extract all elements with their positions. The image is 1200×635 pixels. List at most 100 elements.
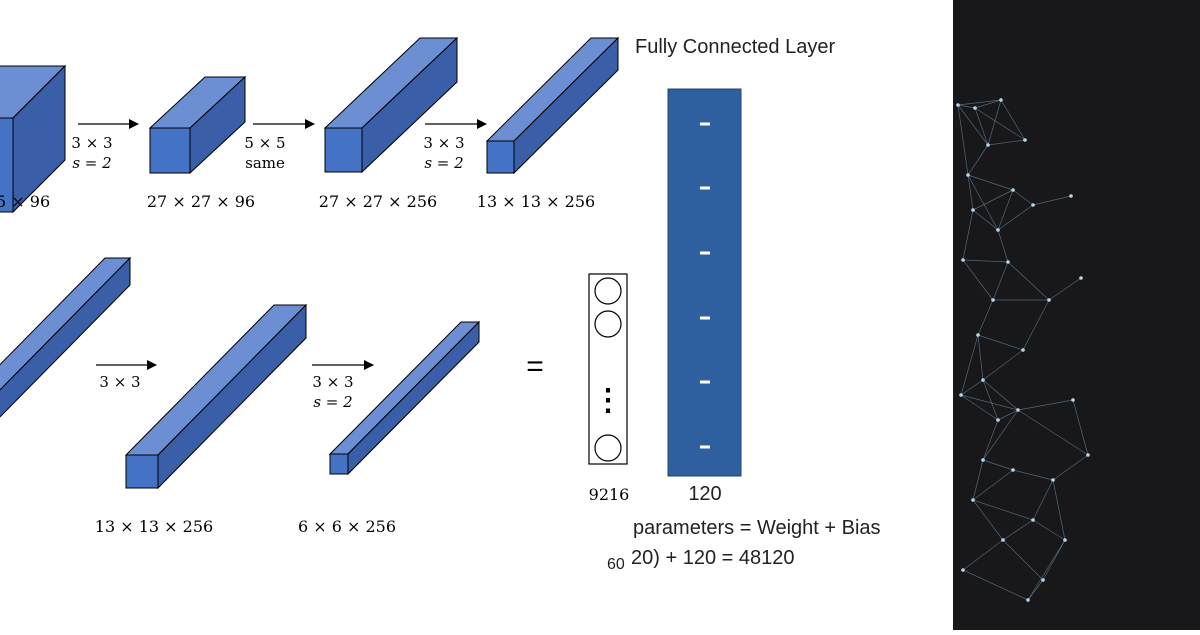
network-node [961,568,965,572]
flatten-ellipsis: ⋮ [593,384,623,417]
network-background-panel [953,0,1200,630]
network-edge [1072,399,1089,456]
network-node [981,458,985,462]
network-node [1001,538,1005,542]
dim-row1-2: 27 × 27 × 96 [147,192,255,211]
fc-bar [667,88,742,477]
network-edge [967,144,989,176]
fc-neuron-mark [700,316,710,320]
neuron-circle [594,434,622,462]
network-node [976,333,980,337]
fc-title: Fully Connected Layer [635,36,835,58]
op-row2-1-kernel: 3 × 3 [99,373,140,391]
network-node [959,393,963,397]
network-edge [1017,399,1074,411]
network-node [1006,260,1010,264]
network-edge [977,334,984,381]
fc-neuron-mark [700,251,710,255]
network-edge [1042,539,1066,581]
network-edge [957,99,1002,106]
dim-row2-1: 13 × 13 × 256 [95,517,213,536]
network-node [1031,518,1035,522]
block-row1-2 [148,75,247,175]
network-node [966,173,970,177]
network-node [956,103,960,107]
network-edge [997,204,1034,231]
network-edge [962,539,1004,571]
network-edge [967,174,974,211]
network-edge [1012,189,1034,206]
network-edge [1032,195,1072,206]
dim-row2-2: 6 × 6 × 256 [298,517,396,536]
network-edge [972,209,999,231]
network-edge [972,499,1034,521]
network-edge [997,229,1009,263]
network-node [1016,408,1020,412]
flatten-vector: ⋮ [588,273,628,465]
fc-size-label: 120 [688,483,721,505]
network-edge [997,189,1014,231]
network-node [1069,194,1073,198]
network-edge [960,379,984,396]
fc-neuron-mark [700,445,710,449]
architecture-diagram: 3 × 3 s = 2 5 × 5 same 3 × 3 s = 2 5 × 9… [0,36,881,573]
network-edge [997,409,1019,421]
op-row1-1-kernel: 3 × 3 [71,134,112,152]
fc-neuron-mark [700,186,710,190]
network-edge [962,259,1009,263]
dim-row1-1: 5 × 96 [0,192,50,211]
network-edge [1027,539,1066,601]
flatten-size-label: 9216 [589,485,630,504]
op-row2-2-kernel: 3 × 3 [312,373,353,391]
op-row2-2-stride: s = 2 [313,393,352,411]
network-edge [977,299,994,336]
network-node [1023,138,1027,142]
network-edge [987,139,1026,146]
network-edge [1027,579,1044,601]
network-node [1041,578,1045,582]
network-edge [1002,519,1034,541]
formula-line2-prefix: 60 [607,556,625,573]
network-node [971,208,975,212]
op-row1-3-stride: s = 2 [424,154,463,172]
network-node [1026,598,1030,602]
block-row2-1 [0,256,132,418]
network-node [1079,276,1083,280]
network-node [1011,468,1015,472]
network-node [1021,348,1025,352]
network-node [996,228,1000,232]
network-edge [1052,454,1089,481]
op-row1-2-kernel: 5 × 5 [244,134,285,152]
network-edge [982,349,1024,381]
network-edge [957,104,969,176]
network-node [961,258,965,262]
network-node [986,143,990,147]
formula-line2: 20) + 120 = 48120 [631,547,794,569]
network-edge [1048,277,1082,301]
op-row1-1-stride: s = 2 [72,154,111,172]
block-row1-3 [323,36,459,174]
block-row2-2 [124,303,308,490]
network-edge [960,334,979,396]
network-edge [1012,469,1054,481]
network-node [981,378,985,382]
neuron-circle [594,277,622,305]
network-edge [962,569,1029,601]
network-edge [974,107,989,146]
network-edge [972,189,1014,211]
network-edge [1032,519,1066,541]
network-edge [960,394,999,421]
network-edge [957,104,989,146]
network-edge [1032,479,1054,521]
network-edge [967,174,999,231]
fc-neuron-mark [700,122,710,126]
network-edge [982,459,1014,471]
network-edge [1002,539,1044,581]
fc-neuron-mark [700,380,710,384]
network-edge [957,104,976,109]
network-graphic [956,98,1090,602]
network-edge [987,99,1002,146]
network-node [991,298,995,302]
block-row1-1 [0,64,67,214]
